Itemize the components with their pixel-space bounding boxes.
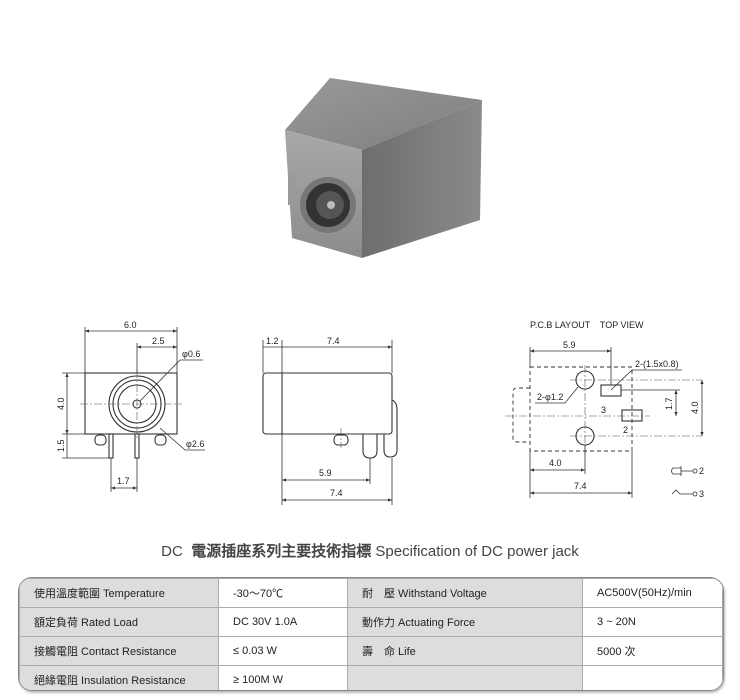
spec-label: 接觸電阻 Contact Resistance bbox=[19, 636, 219, 666]
pad-3-label: 3 bbox=[601, 405, 606, 415]
side-view-drawing: 1.2 7.4 5.9 7.4 bbox=[262, 336, 398, 505]
spec-table: 使用溫度範圍 Temperature -30～70℃ 耐 壓 Withstand… bbox=[18, 577, 724, 691]
pcb-title: P.C.B LAYOUT TOP VIEW bbox=[530, 320, 644, 330]
table-row: 額定負荷 Rated Load DC 30V 1.0A 動作力 Actuatin… bbox=[19, 607, 723, 637]
dim-height: 4.0 bbox=[56, 397, 66, 410]
table-row: 絕緣電阻 Insulation Resistance ≥ 100M W bbox=[19, 665, 723, 690]
dim-40-horizontal: 4.0 bbox=[549, 458, 562, 468]
dim-pin-pos: 5.9 bbox=[319, 468, 332, 478]
spec-value: ≤ 0.03 W bbox=[218, 636, 348, 666]
legend-3: 3 bbox=[699, 489, 704, 499]
spec-value: ≥ 100M W bbox=[218, 665, 348, 690]
table-row: 接觸電阻 Contact Resistance ≤ 0.03 W 壽 命 Lif… bbox=[19, 636, 723, 666]
title-prefix: DC bbox=[161, 543, 183, 560]
title-english: Specification of DC power jack bbox=[375, 543, 579, 560]
front-view-drawing: 6.0 2.5 φ0.6 4.0 1.5 1.7 φ2.6 bbox=[56, 320, 205, 492]
dim-17: 1.7 bbox=[664, 397, 674, 410]
spec-label: 使用溫度範圍 Temperature bbox=[19, 578, 219, 608]
spec-label: 耐 壓 Withstand Voltage bbox=[347, 578, 583, 608]
dim-pin-len: 1.5 bbox=[56, 439, 66, 452]
dim-pin-dia: φ0.6 bbox=[182, 349, 200, 359]
dim-total: 7.4 bbox=[330, 488, 343, 498]
drawings: 6.0 2.5 φ0.6 4.0 1.5 1.7 φ2.6 1.2 7.4 5.… bbox=[56, 78, 704, 505]
holes-spec: 2-φ1.2 bbox=[537, 392, 563, 402]
dim-length: 7.4 bbox=[327, 336, 340, 346]
spec-value: -30～70℃ bbox=[218, 578, 348, 608]
spec-value: 5000 次 bbox=[582, 636, 723, 666]
spec-label: 額定負荷 Rated Load bbox=[19, 607, 219, 637]
spec-value: AC500V(50Hz)/min bbox=[582, 578, 723, 608]
spec-label: 絕緣電阻 Insulation Resistance bbox=[19, 665, 219, 690]
pad-2-label: 2 bbox=[623, 425, 628, 435]
dim-pitch: 1.7 bbox=[117, 476, 130, 486]
pcb-layout-drawing: P.C.B LAYOUT TOP VIEW 3 2 5.9 2-(1.5x0.8… bbox=[505, 320, 704, 499]
title-chinese: 電源插座系列主要技術指標 bbox=[191, 543, 372, 560]
spec-value: 3 ~ 20N bbox=[582, 607, 723, 637]
spec-value: DC 30V 1.0A bbox=[218, 607, 348, 637]
table-row: 使用溫度範圍 Temperature -30～70℃ 耐 壓 Withstand… bbox=[19, 578, 723, 608]
pads-spec: 2-(1.5x0.8) bbox=[635, 359, 679, 369]
spec-label: 壽 命 Life bbox=[347, 636, 583, 666]
dim-hole-dia: φ2.6 bbox=[186, 439, 204, 449]
spec-value bbox=[582, 665, 723, 690]
spec-label: 動作力 Actuating Force bbox=[347, 607, 583, 637]
section-title: DC 電源插座系列主要技術指標 Specification of DC powe… bbox=[0, 540, 740, 561]
dim-59: 5.9 bbox=[563, 340, 576, 350]
product-photo bbox=[285, 78, 482, 258]
spec-label bbox=[347, 665, 583, 690]
dim-offset: 2.5 bbox=[152, 336, 165, 346]
legend-2: 2 bbox=[699, 466, 704, 476]
dim-width: 6.0 bbox=[124, 320, 137, 330]
dim-lip: 1.2 bbox=[266, 336, 279, 346]
dim-74: 7.4 bbox=[574, 481, 587, 491]
dim-40-vertical: 4.0 bbox=[690, 401, 700, 414]
